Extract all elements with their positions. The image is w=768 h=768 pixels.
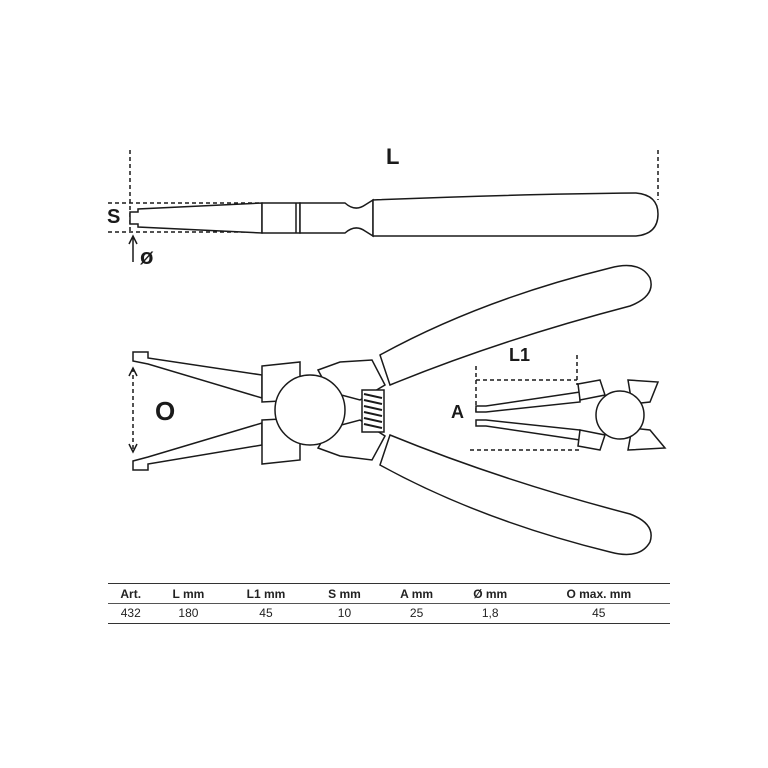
cell-l1: 45: [223, 603, 309, 624]
cell-s: 10: [308, 603, 381, 624]
header-l: L mm: [153, 583, 224, 604]
opening-label: O: [155, 396, 176, 426]
header-o-max: O max. mm: [527, 583, 670, 604]
l1-label: L1: [509, 345, 531, 365]
diameter-label: ø: [140, 244, 154, 269]
spec-table: Art. L mm L1 mm S mm A mm Ø mm O max. mm…: [108, 583, 670, 624]
cell-art: 432: [108, 603, 154, 624]
cell-a: 25: [380, 603, 453, 624]
length-label: L: [386, 144, 400, 169]
cell-o-max: 45: [527, 603, 670, 624]
header-l1: L1 mm: [223, 583, 309, 604]
tip-s-label: S: [107, 206, 121, 228]
side-view-pliers: [108, 150, 659, 262]
header-art: Art.: [108, 583, 154, 604]
table-header-row: Art. L mm L1 mm S mm A mm Ø mm O max. mm: [108, 583, 670, 604]
header-a: A mm: [380, 583, 453, 604]
header-s: S mm: [308, 583, 381, 604]
header-diameter: Ø mm: [452, 583, 528, 604]
front-view-pliers: [128, 264, 652, 556]
cell-diameter: 1,8: [452, 603, 528, 624]
table-row: 432 180 45 10 25 1,8 45: [108, 603, 670, 624]
a-label: A: [451, 402, 464, 422]
cell-l: 180: [153, 603, 224, 624]
inset-detail-pliers: [470, 355, 667, 451]
